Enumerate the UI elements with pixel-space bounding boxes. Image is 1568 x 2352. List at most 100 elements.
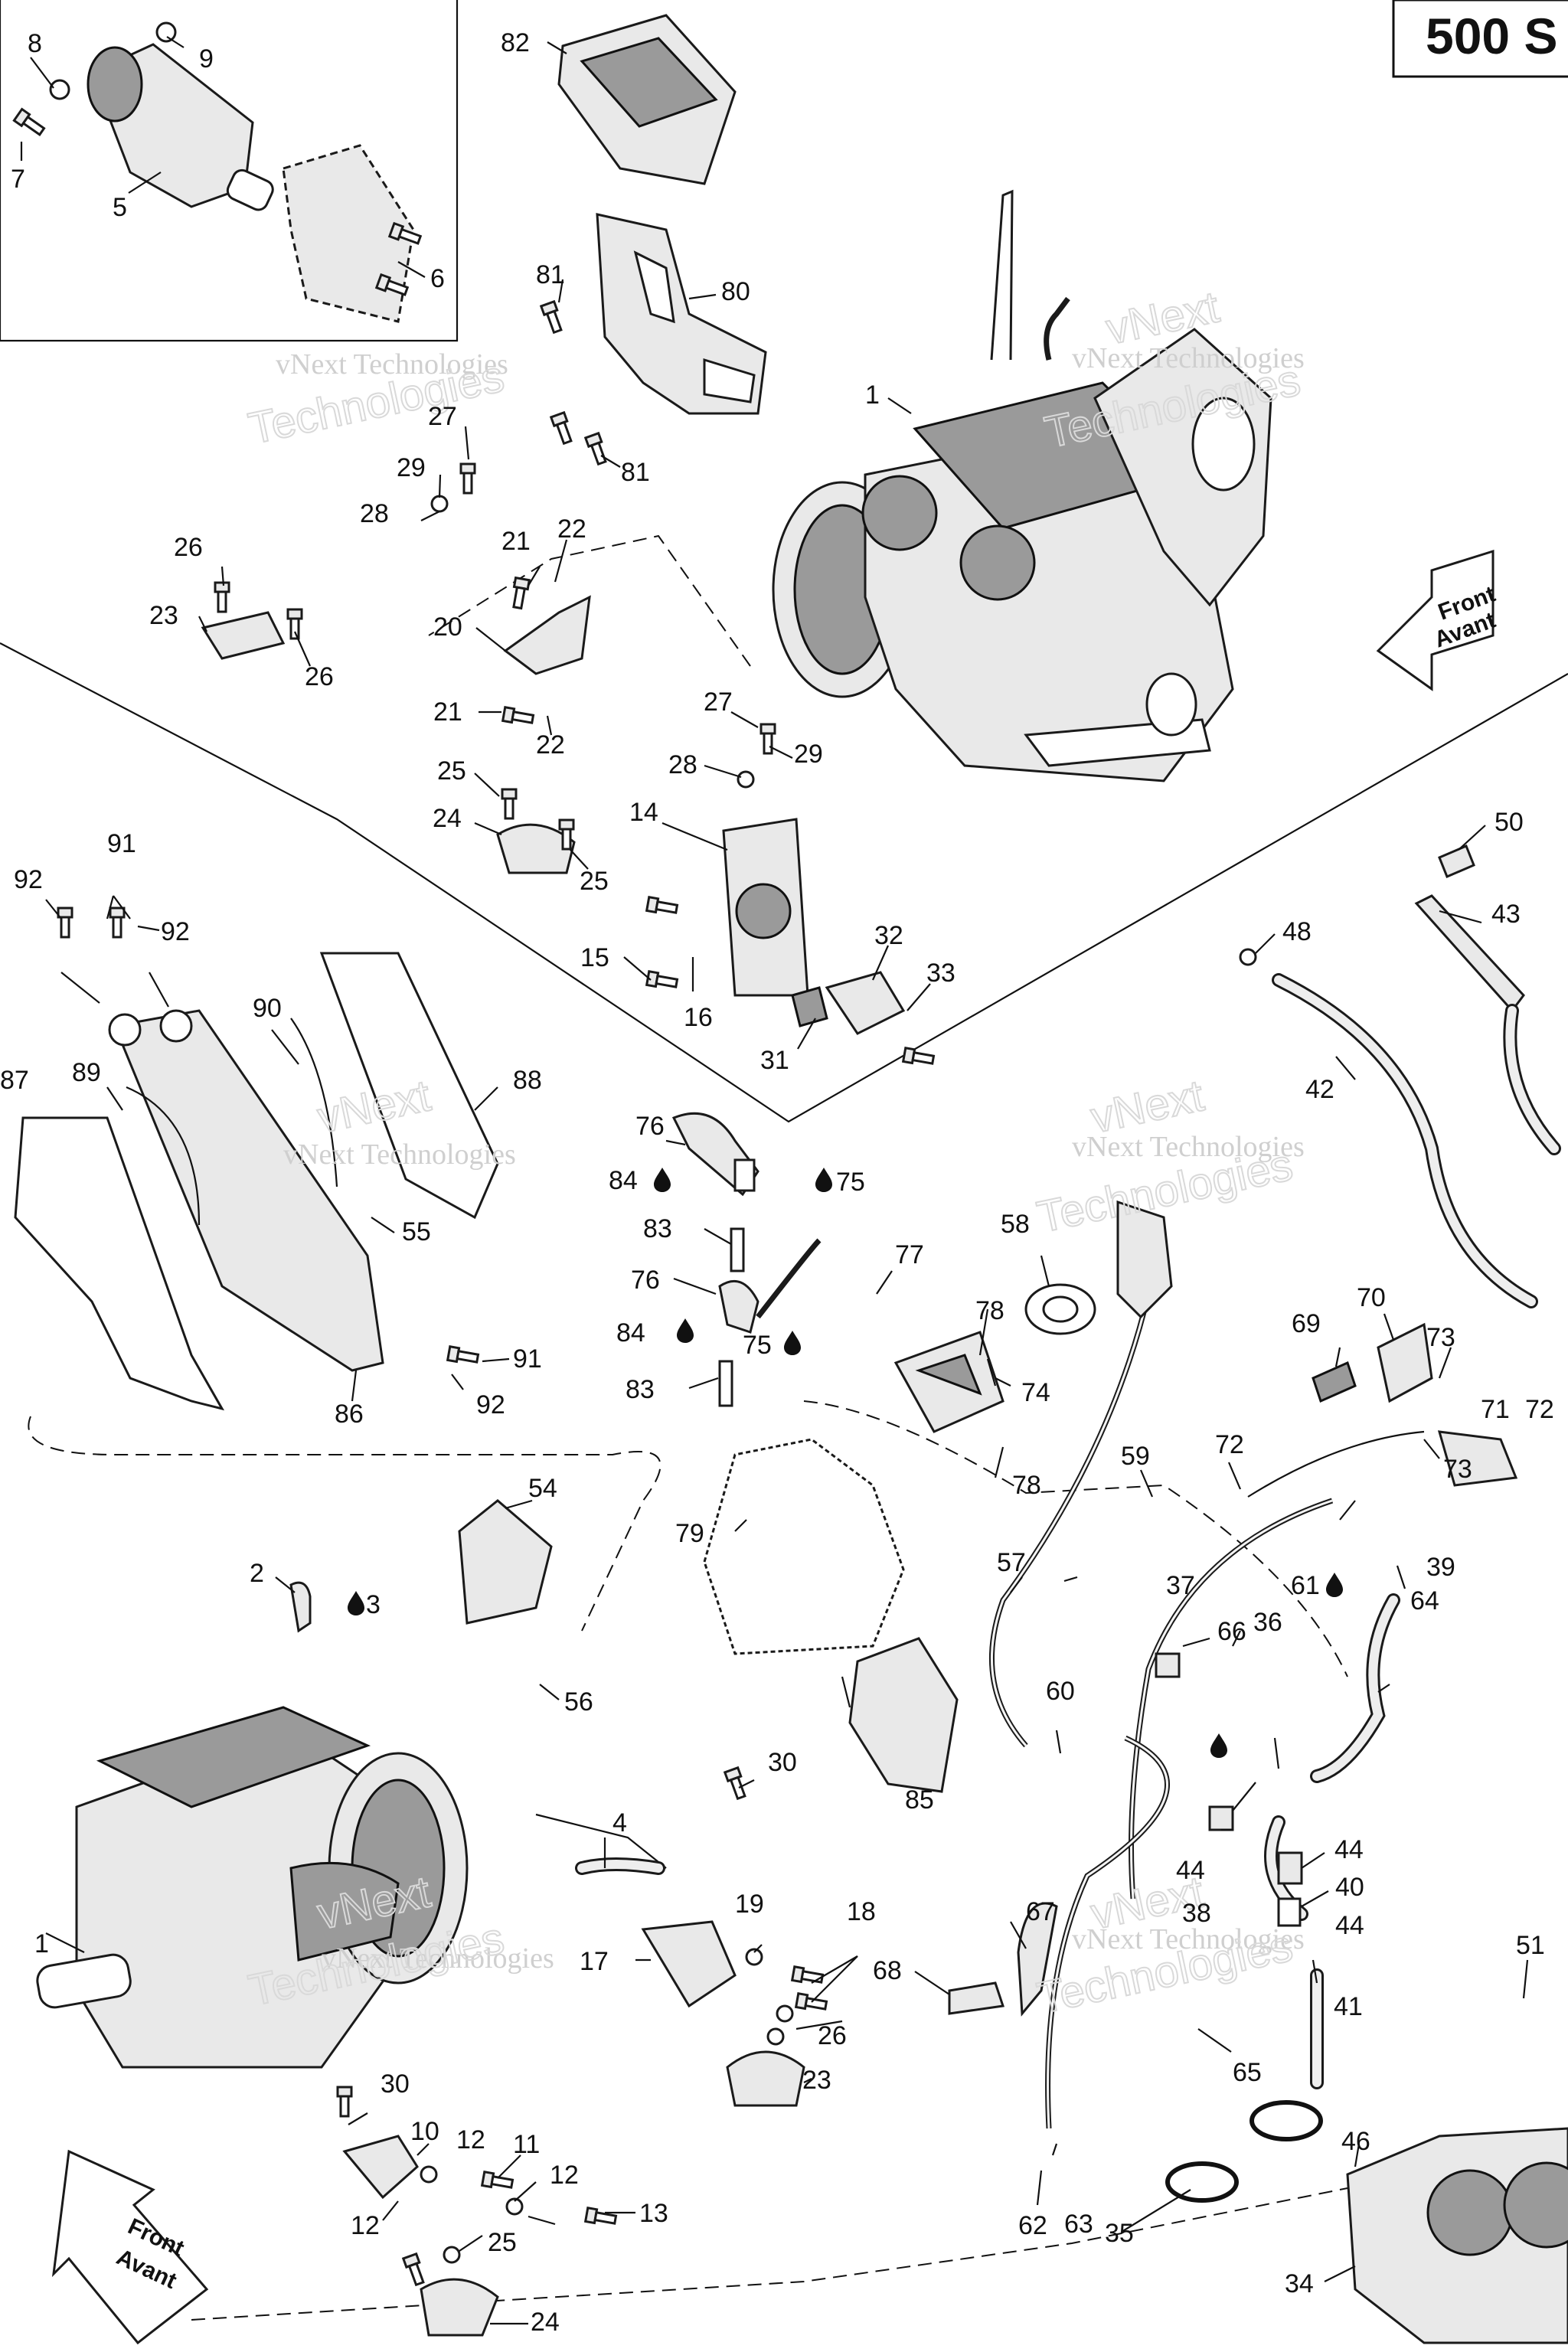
callout-6: 6 [430,264,445,293]
spark-plug-cap-lower [718,1279,760,1334]
svg-text:vNext Technologies: vNext Technologies [276,348,508,381]
exhaust-tube-4 [575,1857,665,1875]
callout-57: 57 [997,1548,1026,1577]
starter-inset [0,0,459,342]
callout-91-a: 91 [107,829,136,858]
throttle-lever [1116,1200,1173,1319]
clamp-35 [1165,2100,1323,2203]
belt-guard [14,952,499,1411]
callout-27-a: 27 [428,402,457,431]
callout-13: 13 [639,2199,668,2228]
ignition-coil [893,1331,1004,1433]
mount-23 [726,2050,805,2107]
callout-87: 87 [0,1066,29,1095]
callout-23-a: 23 [149,601,178,630]
callout-73-a: 73 [1426,1323,1455,1352]
callout-65: 65 [1233,2058,1262,2087]
callout-77: 77 [895,1240,924,1269]
callout-27-b: 27 [704,688,733,717]
callout-29-b: 29 [794,740,823,769]
callout-12-c: 12 [351,2211,380,2240]
callout-25-a: 25 [437,756,466,786]
callout-22-a: 22 [557,514,586,544]
callout-51: 51 [1516,1931,1545,1960]
callout-67: 67 [1026,1897,1055,1926]
callout-92-b: 92 [161,917,190,946]
callout-23-b: 23 [802,2066,831,2095]
callout-10: 10 [410,2117,439,2146]
callout-86: 86 [335,1400,364,1429]
callout-29-a: 29 [397,453,426,482]
callout-9: 9 [199,44,214,74]
callout-21-b: 21 [433,697,462,727]
callout-58: 58 [1001,1210,1030,1239]
callout-84-a: 84 [609,1166,638,1195]
callout-90: 90 [253,994,282,1023]
callout-36: 36 [1253,1608,1282,1637]
svg-text:vNext Technologies: vNext Technologies [283,1138,516,1171]
callout-16: 16 [684,1003,713,1032]
svg-text:vNext Technologies: vNext Technologies [1072,1131,1305,1163]
callout-78-b: 78 [1012,1471,1041,1500]
callout-7: 7 [11,165,25,194]
callout-4: 4 [612,1808,627,1838]
callout-60: 60 [1046,1677,1075,1706]
callout-68: 68 [873,1956,902,1985]
callout-75-b: 75 [743,1331,772,1360]
callout-92-c: 92 [476,1390,505,1419]
oil-drop-icon [348,1168,1343,1758]
callout-33: 33 [926,959,956,988]
callout-37: 37 [1166,1571,1195,1600]
callout-labels: 1 1 2 3 4 5 6 7 8 9 10 11 12 12 12 13 14… [0,28,1554,2337]
callout-24-b: 24 [531,2308,560,2337]
callout-61: 61 [1291,1571,1320,1600]
callout-55: 55 [402,1217,431,1246]
callout-83-a: 83 [643,1214,672,1243]
callout-28-b: 28 [668,750,697,779]
engine-bottom [36,1706,667,2069]
callout-21-a: 21 [501,527,531,556]
callout-72: 72 [1215,1430,1244,1459]
spark-plug-upper [730,1227,745,1272]
callout-14: 14 [629,798,658,827]
callout-41: 41 [1334,1992,1363,2021]
callout-48: 48 [1282,917,1312,946]
callout-42: 42 [1305,1075,1334,1104]
callout-32: 32 [874,921,903,950]
svg-text:vNext Technologies: vNext Technologies [322,1942,554,1975]
callout-69: 69 [1292,1309,1321,1338]
svg-text:vNext Technologies: vNext Technologies [1072,342,1305,374]
callout-89: 89 [72,1058,101,1087]
model-title-box: 500 S [1392,0,1568,78]
callout-34: 34 [1285,2269,1314,2298]
callout-46: 46 [1341,2127,1370,2156]
callout-85: 85 [905,1785,934,1815]
callout-59: 59 [1121,1442,1150,1471]
spark-plug-lower [718,1360,733,1407]
callout-56: 56 [564,1687,593,1717]
callout-79: 79 [675,1519,704,1548]
callout-3: 3 [366,1590,381,1619]
ecm-bracket [596,213,767,415]
callout-64: 64 [1410,1586,1439,1615]
starter-motor [87,43,415,323]
callout-12-a: 12 [456,2125,485,2154]
callout-92-a: 92 [14,865,43,894]
callout-81-b: 81 [621,458,650,487]
callout-88: 88 [513,1066,542,1095]
callout-20: 20 [433,612,462,642]
callout-54: 54 [528,1474,557,1503]
callout-78-a: 78 [975,1296,1004,1325]
callout-72-arrow-target: 72 [1525,1395,1554,1424]
callout-70: 70 [1357,1283,1386,1312]
callout-19: 19 [735,1890,764,1919]
callout-26-c: 26 [818,2021,847,2050]
callout-81-a: 81 [536,260,565,289]
callout-30-b: 30 [381,2069,410,2099]
callout-74: 74 [1021,1378,1050,1407]
callout-76-a: 76 [635,1112,665,1141]
callout-28-a: 28 [360,499,389,528]
callout-91-b: 91 [513,1344,542,1374]
display-85 [848,1637,959,1793]
